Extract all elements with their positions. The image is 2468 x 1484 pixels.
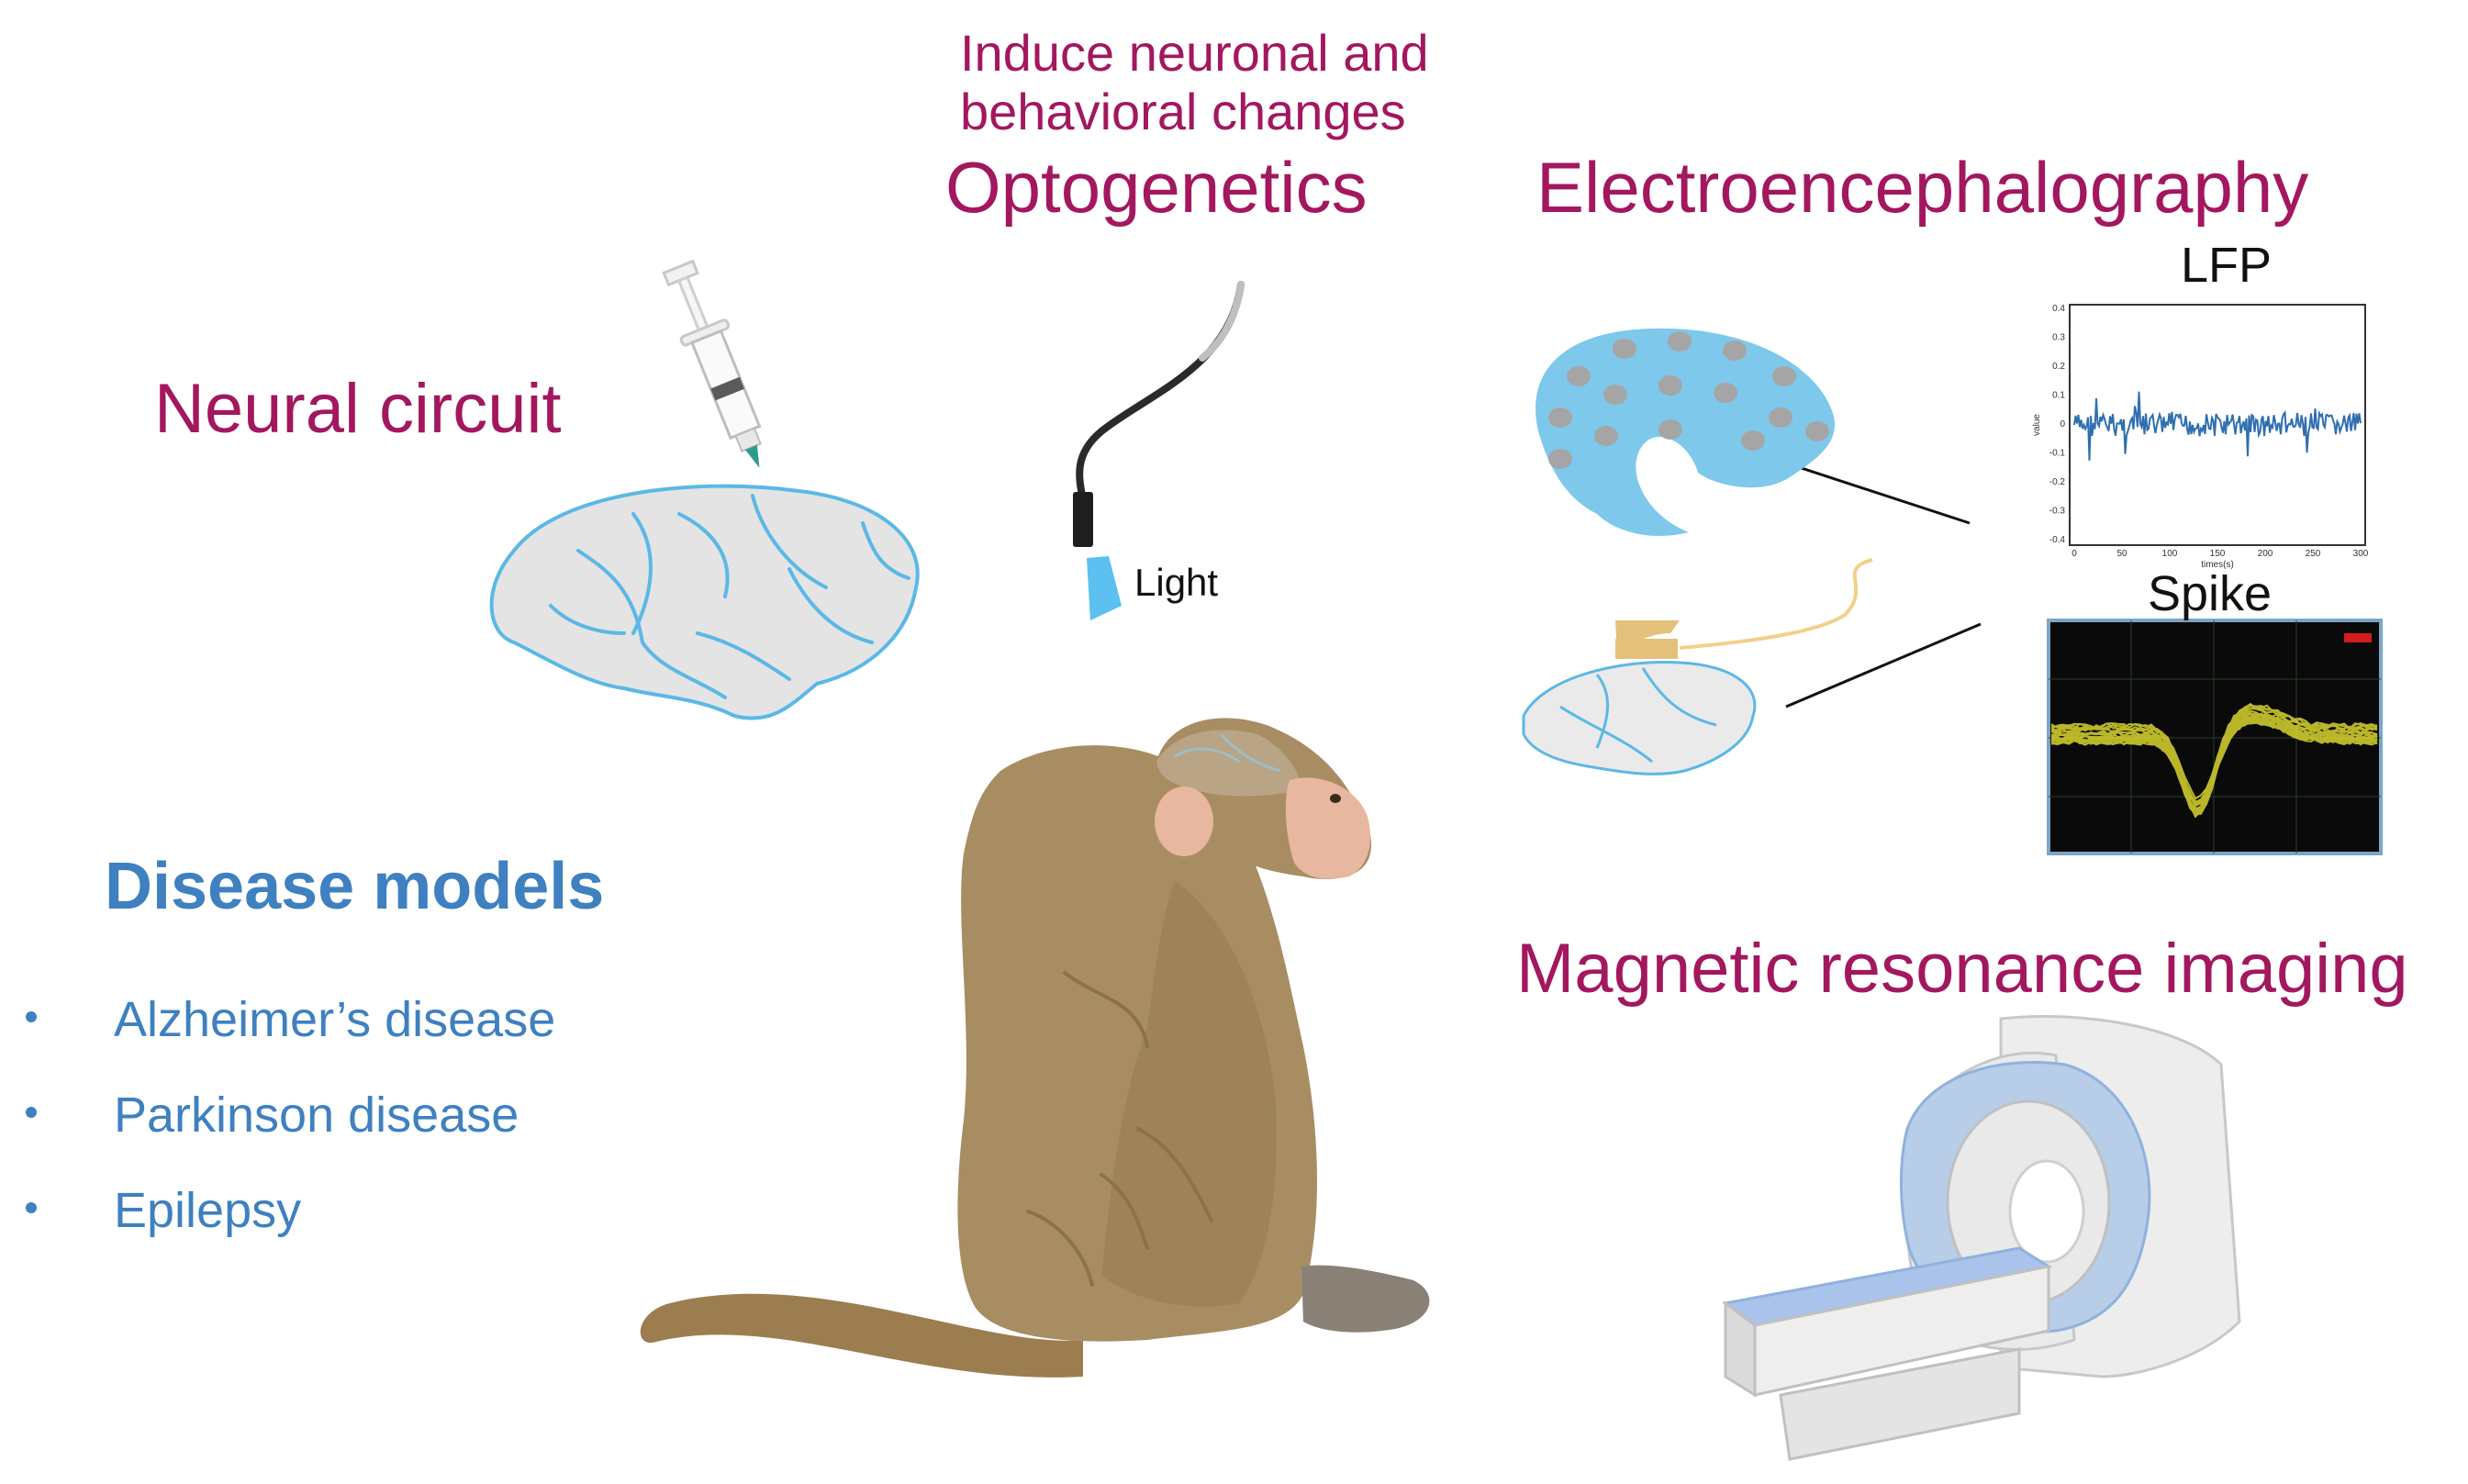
disease-item-label: Alzheimer’s disease [114, 992, 556, 1047]
optogenetics-title: Optogenetics [945, 147, 1368, 228]
lfp-signal-trace [2073, 391, 2362, 461]
bullet-icon [26, 1011, 37, 1022]
lfp-x-tick-label: 300 [2353, 549, 2369, 559]
lfp-x-tick-label: 100 [2162, 549, 2178, 559]
induce-caption-line-2: behavioral changes [960, 83, 1406, 140]
lfp-x-tick-label: 50 [2116, 549, 2127, 559]
lfp-y-tick-label: -0.3 [2049, 507, 2066, 517]
monkey-illustration [640, 718, 1430, 1378]
lfp-x-tick-label: 200 [2258, 549, 2273, 559]
eeg-title: Electroencephalography [1536, 147, 2309, 228]
spike-waveform [2051, 720, 2378, 816]
lfp-y-tick-label: 0.1 [2052, 391, 2065, 401]
spike-chart [2047, 619, 2383, 855]
optical-fiber-icon [1073, 281, 1245, 620]
lfp-y-tick-label: -0.2 [2049, 477, 2066, 487]
lfp-x-tick-label: 250 [2306, 549, 2321, 559]
lfp-x-ticks: 0 50 100 150 200 250 300 [2072, 549, 2369, 559]
lfp-y-ticks: 0.4 0.3 0.2 0.1 0 -0.1 -0.2 -0.3 -0.4 [2049, 304, 2066, 545]
lfp-y-tick-label: 0.2 [2052, 362, 2065, 372]
mri-title: Magnetic resonance imaging [1516, 930, 2408, 1008]
lfp-y-tick-label: 0.4 [2052, 304, 2065, 314]
lfp-y-tick-label: -0.1 [2049, 449, 2066, 459]
lfp-y-tick-label: 0 [2060, 419, 2065, 430]
lfp-ylabel: value [2032, 414, 2042, 436]
mri-scanner-icon [1722, 1014, 2241, 1461]
induce-caption-line-1: Induce neuronal and [960, 24, 1429, 82]
light-label: Light [1134, 561, 1219, 604]
bullet-icon [26, 1202, 37, 1213]
brain-illustration [489, 484, 920, 720]
neural-circuit-title: Neural circuit [154, 370, 562, 448]
spike-label: Spike [2148, 566, 2273, 621]
microelectrode-array-icon [1522, 558, 1873, 775]
disease-item-label: Parkinson disease [114, 1088, 519, 1143]
disease-models-title: Disease models [105, 850, 605, 923]
lfp-y-tick-label: -0.4 [2049, 535, 2066, 545]
induce-changes-caption: Induce neuronal and behavioral changes [960, 24, 1429, 141]
disease-item-label: Epilepsy [114, 1183, 302, 1238]
eeg-cap-icon [1536, 328, 1835, 536]
bullet-icon [26, 1107, 37, 1118]
spike-traces [2051, 702, 2378, 819]
lfp-xlabel: times(s) [2201, 560, 2234, 570]
lfp-label: LFP [2181, 238, 2273, 293]
lfp-x-tick-label: 0 [2072, 549, 2077, 559]
lfp-y-tick-label: 0.3 [2052, 333, 2065, 343]
spike-waveform [2051, 709, 2378, 810]
lfp-chart: 0.4 0.3 0.2 0.1 0 -0.1 -0.2 -0.3 -0.4 0 50 100 150 2… [2032, 304, 2369, 570]
spike-waveform [2051, 702, 2378, 805]
syringe-icon [662, 259, 762, 468]
lfp-x-tick-label: 150 [2210, 549, 2226, 559]
